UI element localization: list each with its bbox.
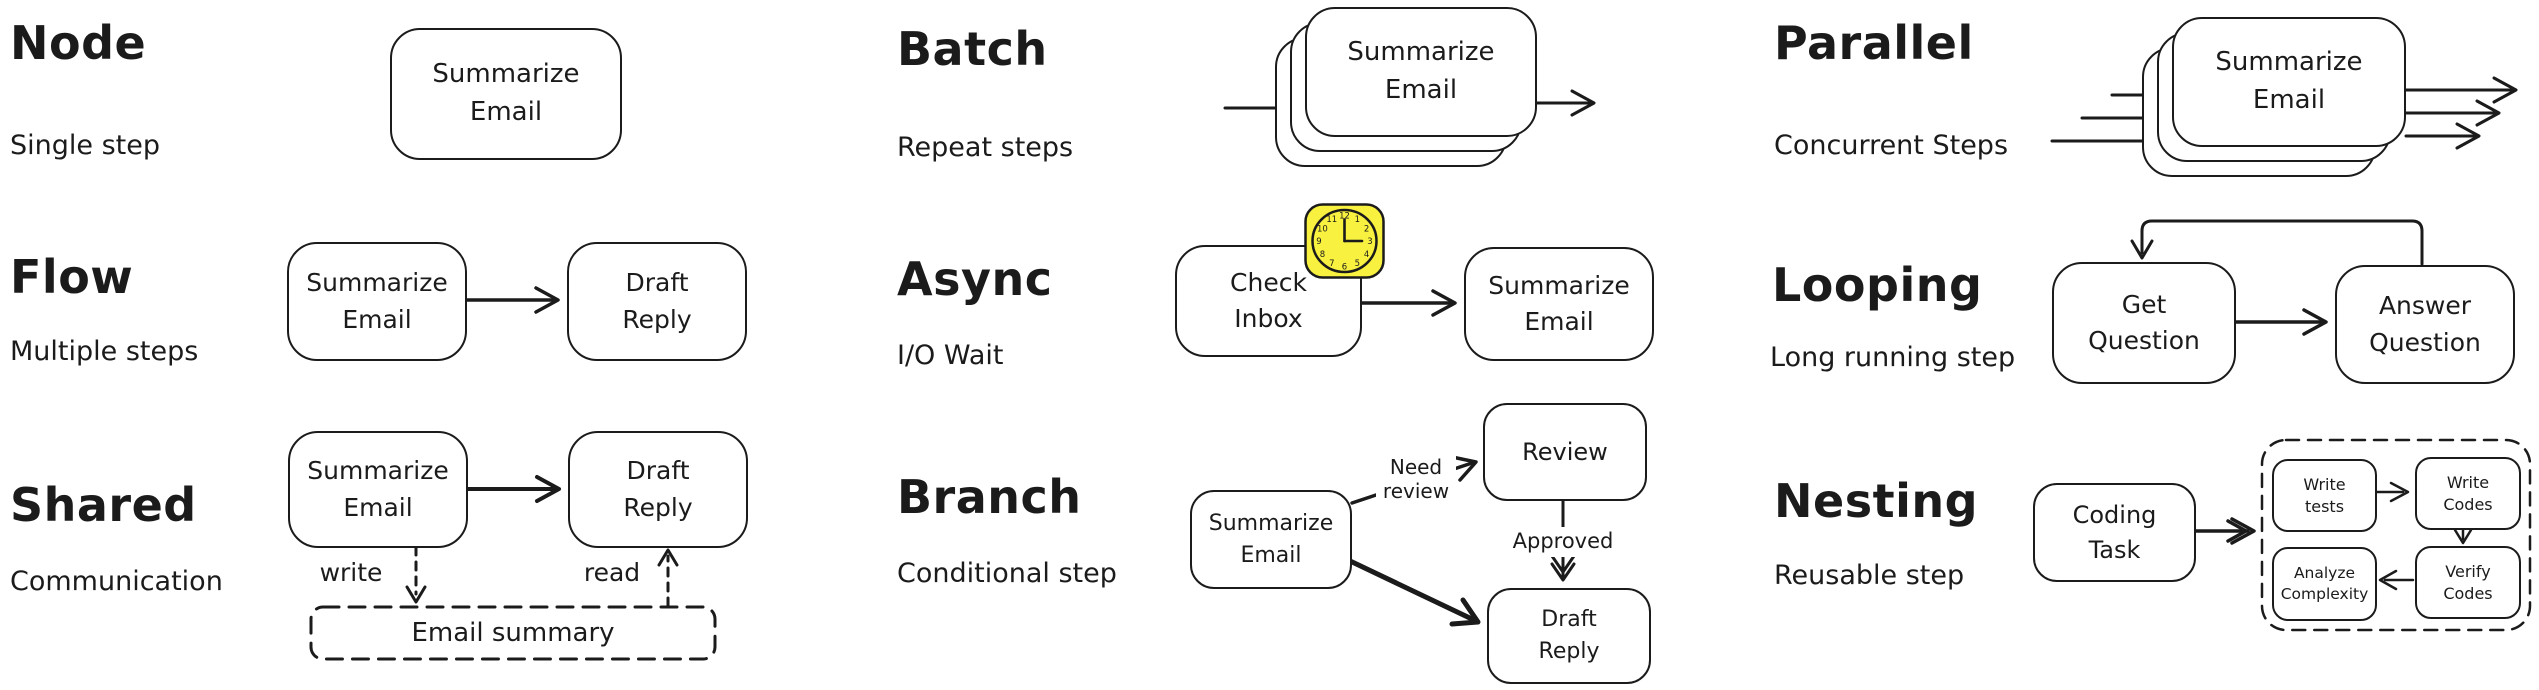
nesting-box-write-tests: Write tests bbox=[2272, 459, 2377, 532]
parallel-title: Parallel bbox=[1774, 16, 1974, 70]
async-title: Async bbox=[897, 252, 1053, 306]
batch-exit-arrow bbox=[1531, 89, 1596, 117]
clock-number: 11 bbox=[1326, 215, 1337, 225]
looping-forward-arrow bbox=[2230, 308, 2328, 336]
flow-box-summarize-email: Summarize Email bbox=[287, 242, 467, 361]
batch-title: Batch bbox=[897, 22, 1048, 76]
shared-box-summarize-email: Summarize Email bbox=[288, 431, 468, 548]
nesting-box-write-codes: Write Codes bbox=[2415, 457, 2521, 530]
parallel-exit-arrows bbox=[2401, 76, 2518, 150]
node-subtitle: Single step bbox=[10, 130, 160, 161]
branch-title: Branch bbox=[897, 470, 1082, 524]
branch-box-review: Review bbox=[1483, 403, 1647, 501]
shared-write-arrow bbox=[405, 545, 427, 604]
batch-box-summarize-email: Summarize Email bbox=[1305, 7, 1537, 137]
branch-box-draft-reply: Draft Reply bbox=[1487, 588, 1651, 684]
clock-hands bbox=[1343, 218, 1364, 243]
branch-approved-label: Approved bbox=[1513, 527, 1613, 557]
flow-title: Flow bbox=[10, 250, 134, 304]
clock-number: 1 bbox=[1355, 215, 1360, 225]
branch-direct-arrow bbox=[1345, 557, 1481, 627]
shared-subtitle: Communication bbox=[10, 566, 223, 597]
clock-number: 6 bbox=[1342, 263, 1347, 273]
clock-number: 3 bbox=[1367, 237, 1372, 247]
looping-subtitle: Long running step bbox=[1770, 342, 2016, 373]
shared-read-arrow bbox=[657, 548, 679, 608]
looping-box-get-question: Get Question bbox=[2052, 262, 2236, 384]
clock-number: 8 bbox=[1320, 250, 1325, 260]
flow-arrow bbox=[460, 286, 560, 314]
shared-store-email-summary: Email summary bbox=[411, 618, 615, 648]
nesting-box-analyze-complexity: Analyze Complexity bbox=[2272, 547, 2377, 621]
parallel-subtitle: Concurrent Steps bbox=[1774, 130, 2009, 161]
nesting-subtitle: Reusable step bbox=[1774, 560, 1965, 591]
shared-store-dashed-box bbox=[309, 605, 717, 661]
nesting-box-verify-codes: Verify Codes bbox=[2415, 546, 2521, 619]
clock-number: 5 bbox=[1355, 259, 1360, 269]
shared-title: Shared bbox=[10, 478, 197, 532]
clock-number: 12 bbox=[1339, 212, 1350, 222]
looping-title: Looping bbox=[1772, 258, 1983, 312]
batch-subtitle: Repeat steps bbox=[897, 132, 1074, 163]
clock-number: 9 bbox=[1316, 237, 1321, 247]
clock-number: 10 bbox=[1317, 224, 1328, 234]
clock-number: 4 bbox=[1364, 250, 1369, 260]
flow-subtitle: Multiple steps bbox=[10, 336, 199, 367]
async-arrow bbox=[1356, 289, 1457, 317]
clock-icon: 12 1 2 3 4 5 6 7 8 9 10 11 bbox=[1304, 203, 1385, 279]
looping-box-answer-question: Answer Question bbox=[2335, 265, 2515, 384]
clock-number: 7 bbox=[1329, 259, 1334, 269]
shared-solid-arrow bbox=[462, 475, 561, 503]
branch-subtitle: Conditional step bbox=[897, 558, 1117, 589]
branch-need-review-label: Need review bbox=[1376, 452, 1456, 506]
looping-loopback-arrow bbox=[2130, 219, 2424, 266]
nesting-box-coding-task: Coding Task bbox=[2033, 483, 2196, 582]
nesting-entry-arrow bbox=[2190, 517, 2256, 545]
node-box-summarize-email: Summarize Email bbox=[390, 28, 622, 160]
nesting-inner-arrows bbox=[2372, 481, 2473, 591]
branch-box-summarize-email: Summarize Email bbox=[1190, 490, 1352, 589]
nesting-title: Nesting bbox=[1774, 474, 1979, 528]
node-title: Node bbox=[10, 16, 147, 70]
async-subtitle: I/O Wait bbox=[897, 340, 1004, 371]
shared-box-draft-reply: Draft Reply bbox=[568, 431, 748, 548]
flow-box-draft-reply: Draft Reply bbox=[567, 242, 747, 361]
shared-read-label: read bbox=[582, 556, 642, 590]
async-box-summarize-email: Summarize Email bbox=[1464, 247, 1654, 361]
shared-write-label: write bbox=[312, 556, 390, 590]
clock-number: 2 bbox=[1364, 224, 1369, 234]
parallel-box-summarize-email: Summarize Email bbox=[2172, 17, 2406, 147]
